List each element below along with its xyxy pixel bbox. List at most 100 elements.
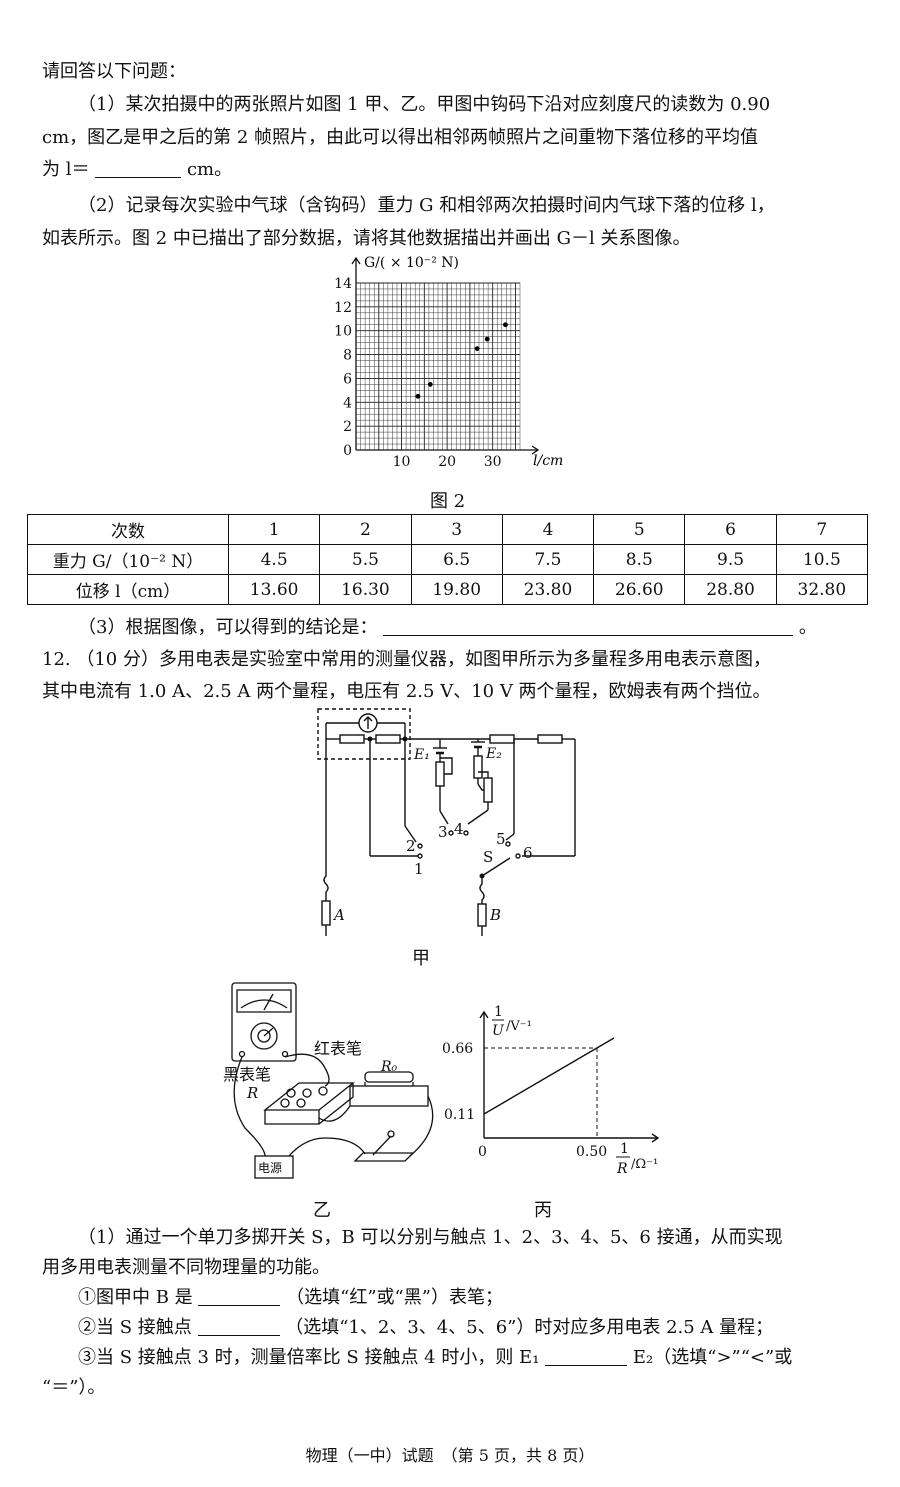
knife-switch-icon [353, 1152, 415, 1162]
answer-blank-compare[interactable] [545, 1347, 628, 1366]
sub-q1-c-suffix: E₂（选填“>”“<”或 [632, 1347, 793, 1368]
contact-4 [463, 830, 469, 836]
x-axis-label-den: R [616, 1161, 628, 1177]
y-intercept-label: 0.11 [444, 1107, 475, 1123]
table-cell: 9.5 [684, 544, 777, 575]
q3-line: （3）根据图像，可以得到的结论是： 。 [78, 616, 817, 640]
answer-blank-l[interactable] [95, 159, 182, 178]
q1-line3: 为 l＝ cm。 [42, 158, 232, 182]
q12-line1: 12. （10 分）多用电表是实验室中常用的测量仪器，如图甲所示为多量程多用电表… [42, 649, 771, 670]
meter-dashed-box [317, 708, 411, 760]
q3-prefix: （3）根据图像，可以得到的结论是： [78, 617, 378, 638]
data-point [474, 346, 480, 352]
label-black-probe: 黑表笔 [223, 1065, 271, 1084]
label-r: R [246, 1084, 258, 1102]
contact-2 [417, 843, 423, 849]
table-row-displacement: 位移 l（cm） 13.60 16.30 19.80 23.80 26.60 2… [27, 574, 869, 605]
label-contact-6: 6 [523, 844, 533, 862]
sub-q1-line2: 用多用电表测量不同物理量的功能。 [42, 1257, 330, 1278]
answer-blank-probe-color[interactable] [198, 1287, 281, 1306]
data-table: 次数 1 2 3 4 5 6 7 重力 G/（10⁻² N） 4.5 5.5 6… [27, 514, 869, 605]
q1-line1: （1）某次拍摄中的两张照片如图 1 甲、乙。甲图中钩码下沿对应刻度尺的读数为 0… [78, 94, 771, 115]
rheostat-2 [483, 777, 493, 803]
table-header-cell: 7 [775, 514, 869, 545]
label-power: 电源 [258, 1161, 282, 1175]
table-header-cell: 5 [593, 514, 686, 545]
figure-bing-caption: 丙 [534, 1200, 552, 1221]
data-point [484, 336, 490, 342]
table-cell: 16.30 [319, 574, 412, 605]
x-axis-label-num: 1 [620, 1141, 629, 1157]
table-row-gravity: 重力 G/（10⁻² N） 4.5 5.5 6.5 7.5 8.5 9.5 10… [27, 544, 869, 575]
label-e1: E₁ [413, 747, 430, 763]
label-probe-b: B [489, 906, 501, 924]
shunt-resistor-1 [339, 734, 365, 744]
table-header-cell: 3 [410, 514, 503, 545]
q2-line2: 如表所示。图 2 中已描出了部分数据，请将其他数据描出并画出 G－l 关系图像。 [42, 228, 691, 249]
data-point [415, 393, 421, 399]
table-row-header: 次数 1 2 3 4 5 6 7 [27, 514, 869, 545]
figure2-caption: 图 2 [430, 491, 466, 512]
contact-3 [448, 830, 454, 836]
table-cell: 7.5 [501, 544, 595, 575]
sub-q1-c-line2: “＝”）。 [42, 1377, 106, 1398]
sub-q1-a-suffix: （选填“红”或“黑”）表笔； [286, 1287, 503, 1308]
table-cell: 19.80 [410, 574, 503, 605]
table-header-cell: 次数 [27, 514, 229, 545]
label-contact-1: 1 [414, 860, 424, 878]
table-cell: 5.5 [319, 544, 412, 575]
table-cell: 10.5 [775, 544, 869, 575]
label-contact-4: 4 [454, 820, 464, 838]
multimeter-circuit-diagram: E₁ E₂ 3 4 2 1 5 6 S A B [317, 708, 576, 936]
y-mark-label: 0.66 [442, 1041, 473, 1057]
chart-points [415, 322, 508, 399]
q1-line3-suffix: cm。 [186, 159, 233, 180]
label-r0: R₀ [380, 1059, 398, 1075]
table-cell: 8.5 [593, 544, 686, 575]
q12-line2: 其中电流有 1.0 A、2.5 A 两个量程，电压有 2.5 V、10 V 两个… [42, 681, 771, 702]
q3-suffix: 。 [798, 617, 817, 638]
table-cell: 26.60 [593, 574, 686, 605]
y-tick-label: 12 [334, 300, 352, 316]
chart-grid [355, 282, 521, 451]
chart-y-axis-label: G/( × 10⁻² N) [364, 255, 459, 271]
table-header-cell: 4 [501, 514, 595, 545]
y-tick-label: 6 [343, 371, 352, 387]
label-e2: E₂ [485, 746, 502, 762]
sub-q1-b: ②当 S 接触点 （选填“1、2、3、4、5、6”）时对应多用电表 2.5 A … [78, 1316, 773, 1340]
sub-q1-c-prefix: ③当 S 接触点 3 时，测量倍率比 S 接触点 4 时小，则 E₁ [78, 1347, 540, 1368]
x-mark-label: 0.50 [576, 1144, 607, 1160]
x-tick-label: 10 [393, 454, 411, 470]
chart-axes [351, 256, 540, 455]
y-axis-unit: /V⁻¹ [506, 1019, 532, 1034]
fixed-resistor-e2 [473, 755, 483, 779]
contact-1 [417, 853, 423, 859]
resistor-r0-icon [349, 1085, 429, 1107]
y-tick-label: 2 [343, 419, 352, 435]
contact-6 [515, 853, 521, 859]
page-footer: 物理（一中）试题 （第 5 页，共 8 页） [305, 1446, 595, 1465]
x-tick-label: 20 [438, 454, 456, 470]
figure-jia-caption: 甲 [412, 948, 430, 969]
probe-a-resistor [321, 900, 331, 926]
table-cell: 32.80 [775, 574, 869, 605]
label-probe-a: A [332, 906, 345, 924]
y-tick-label: 4 [343, 395, 352, 411]
label-contact-5: 5 [496, 830, 506, 848]
answer-blank-contact[interactable] [197, 1317, 280, 1336]
label-contact-3: 3 [438, 823, 448, 841]
table-cell: 4.5 [227, 544, 321, 575]
sub-q1-a: ①图甲中 B 是 （选填“红”或“黑”）表笔； [78, 1286, 503, 1310]
rheostat-1 [435, 761, 445, 787]
probe-b-resistor [477, 903, 487, 927]
table-header-cell: 2 [319, 514, 412, 545]
q1-line2: cm，图乙是甲之后的第 2 帧照片，由此可以得出相邻两帧照片之间重物下落位移的平… [42, 127, 759, 148]
x-axis-unit: /Ω⁻¹ [631, 1157, 658, 1172]
origin-label: 0 [478, 1144, 487, 1160]
experiment-setup-illustration: 红表笔 黑表笔 R R₀ 电源 [223, 982, 434, 1179]
y-tick-label: 10 [334, 324, 352, 340]
table-header-cell: 6 [684, 514, 777, 545]
power-supply-icon [254, 1155, 294, 1179]
answer-blank-conclusion[interactable] [383, 617, 794, 636]
